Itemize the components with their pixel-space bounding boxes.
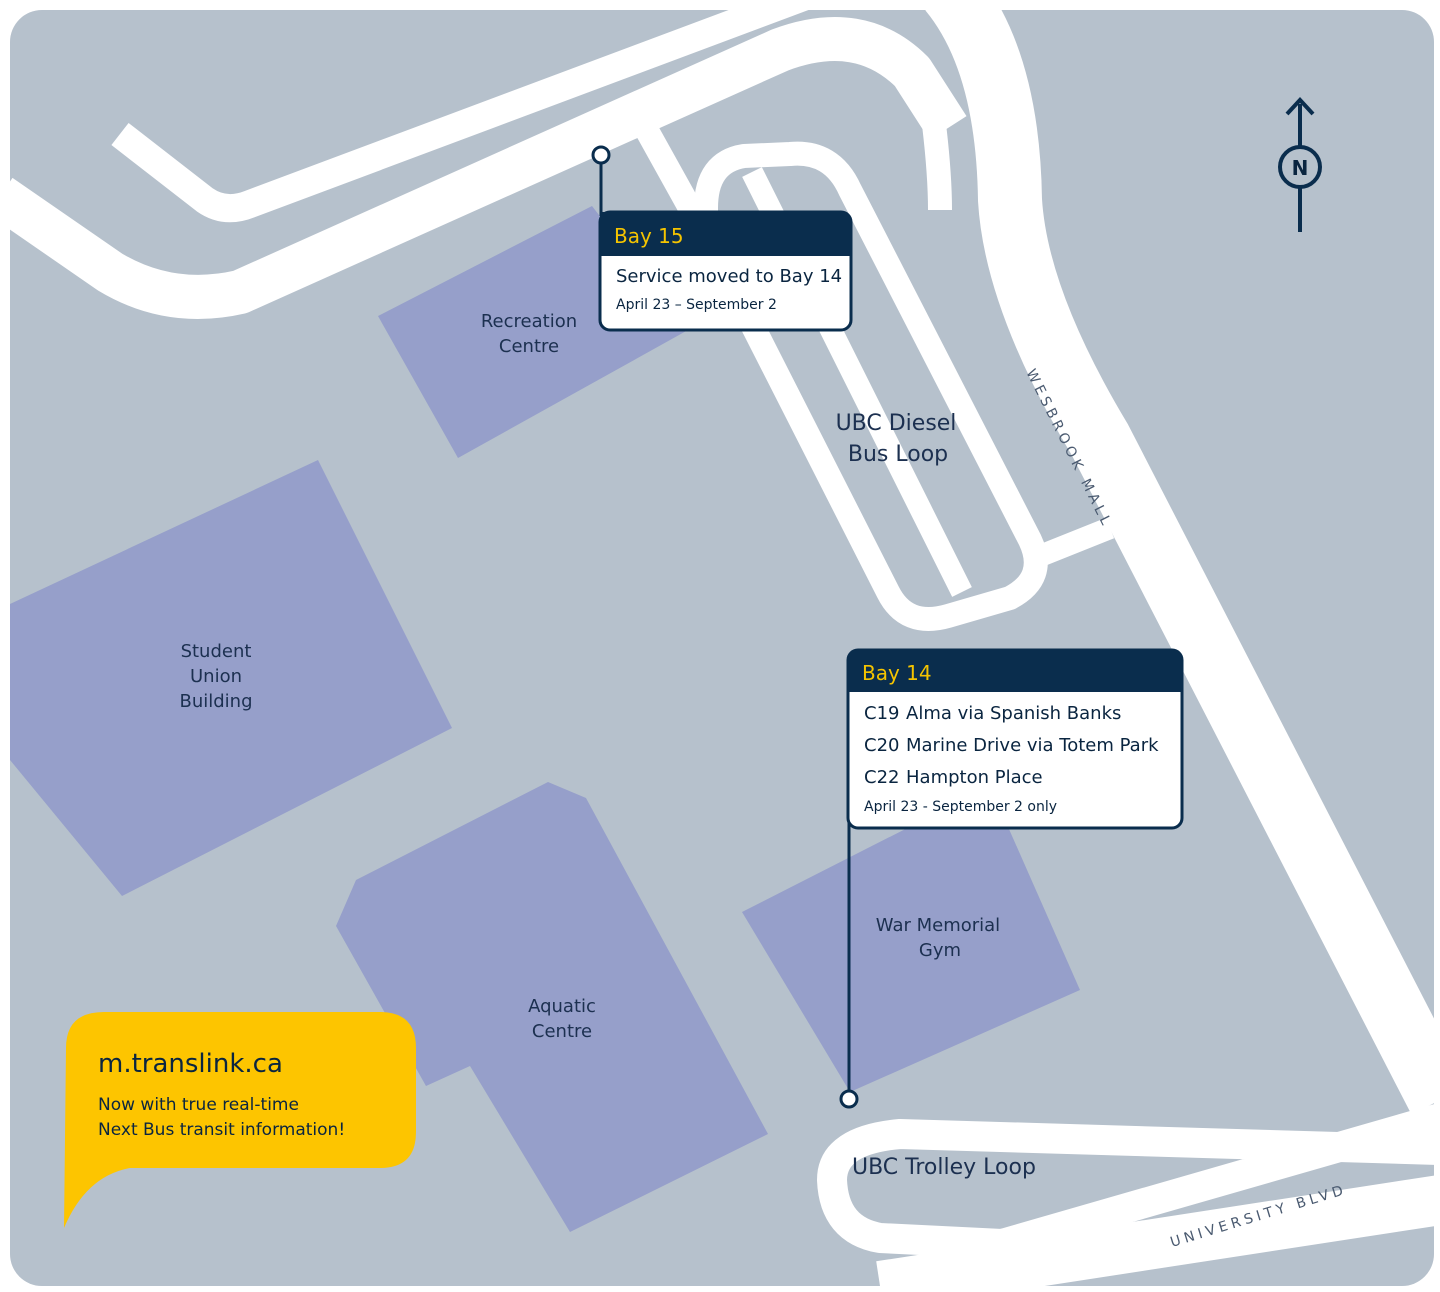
bay-15-title: Bay 15: [614, 224, 684, 248]
building-label: Centre: [532, 1021, 592, 1042]
bay-14-route-name: Marine Drive via Totem Park: [906, 735, 1159, 756]
bay-15-message: Service moved to Bay 14: [616, 266, 842, 287]
bay-14-title: Bay 14: [862, 661, 932, 685]
loop-label: Bus Loop: [848, 442, 948, 467]
bay-14-route-code: C19: [864, 703, 899, 724]
bay-15-callout[interactable]: Bay 15 Service moved to Bay 14 April 23 …: [591, 145, 853, 332]
north-arrow-icon: [1278, 97, 1322, 232]
building-label: Recreation: [481, 311, 577, 332]
bay-14-route-name: Hampton Place: [906, 767, 1043, 788]
building-war-memorial-gym: [742, 786, 1080, 1092]
bay-14-dates: April 23 - September 2 only: [864, 799, 1057, 815]
bay-15-dates: April 23 – September 2: [616, 297, 777, 313]
north-label: N: [1292, 156, 1309, 180]
building-label: War Memorial: [876, 915, 1000, 936]
building-aquatic-centre: [336, 782, 768, 1232]
building-label: Building: [179, 691, 252, 712]
bay-14-callout[interactable]: Bay 14 C19 Alma via Spanish Banks C20 Ma…: [839, 648, 1184, 1109]
bay-14-route-code: C20: [864, 735, 899, 756]
building-label: Centre: [499, 336, 559, 357]
bay-14-route-name: Alma via Spanish Banks: [906, 703, 1121, 724]
promo-text: Next Bus transit information!: [98, 1120, 345, 1140]
promo-bubble[interactable]: m.translink.ca Now with true real-time N…: [64, 1012, 416, 1228]
bay-14-route-code: C22: [864, 767, 899, 788]
building-label: Aquatic: [528, 996, 596, 1017]
building-label: Gym: [919, 940, 961, 961]
building-label: Union: [190, 666, 242, 687]
loop-label: UBC Trolley Loop: [852, 1155, 1036, 1180]
building-label: Student: [181, 641, 252, 662]
promo-url-link[interactable]: m.translink.ca: [98, 1049, 283, 1079]
building-student-union: [10, 460, 452, 896]
loop-label: UBC Diesel: [836, 411, 957, 436]
promo-text: Now with true real-time: [98, 1095, 299, 1115]
